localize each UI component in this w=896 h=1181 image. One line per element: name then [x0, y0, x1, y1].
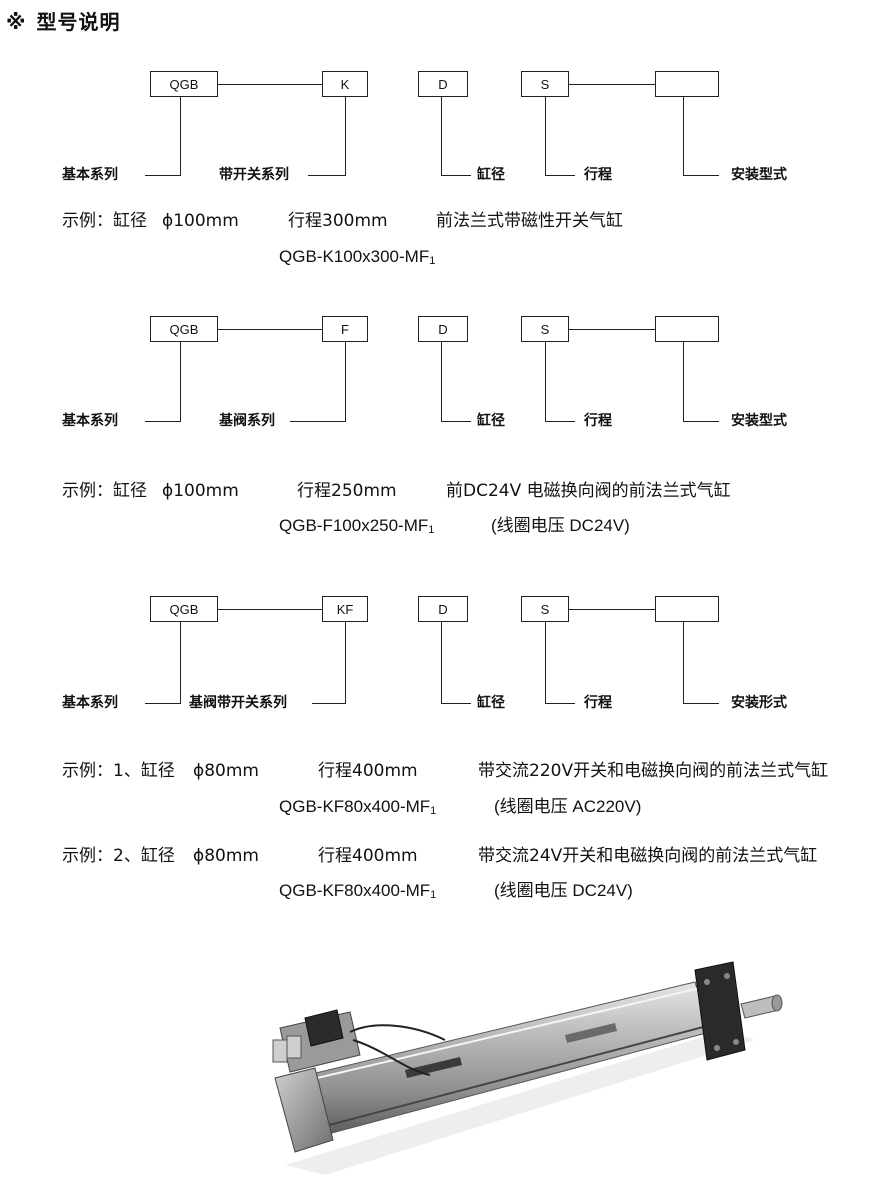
- leader-line: [345, 622, 346, 703]
- label-bore: 缸径: [477, 695, 505, 711]
- leader-line: [345, 97, 346, 175]
- example-coil-voltage: (线圈电压 DC24V): [494, 881, 633, 900]
- label-mount: 安装型式: [731, 167, 787, 183]
- example-bore: ϕ100mm: [162, 211, 239, 231]
- label-bore: 缸径: [477, 167, 505, 183]
- leader-line: [441, 421, 471, 422]
- label-mount: 安装型式: [731, 413, 787, 429]
- code-box-bore: D: [418, 71, 468, 97]
- example-prefix: 示例：2、缸径: [62, 846, 175, 866]
- connector-line: [218, 84, 322, 85]
- example-description: 带交流24V开关和电磁换向阀的前法兰式气缸: [478, 846, 818, 866]
- example-model-code: QGB-KF80x400-MF1: [279, 797, 437, 817]
- leader-line: [180, 97, 181, 175]
- label-bore: 缸径: [477, 413, 505, 429]
- example-prefix: 示例：缸径: [62, 481, 147, 501]
- leader-line: [441, 342, 442, 421]
- label-base: 基本系列: [62, 167, 118, 183]
- leader-line: [545, 175, 575, 176]
- code-box-mount: [655, 596, 719, 622]
- label-base: 基本系列: [62, 695, 118, 711]
- leader-line: [441, 97, 442, 175]
- example-model-code: QGB-KF80x400-MF1: [279, 881, 437, 901]
- label-type: 基阀带开关系列: [189, 695, 287, 711]
- example-coil-voltage: (线圈电压 DC24V): [491, 516, 630, 535]
- code-box-stroke: S: [521, 316, 569, 342]
- example-description: 前DC24V 电磁换向阀的前法兰式气缸: [446, 481, 731, 501]
- leader-line: [683, 342, 684, 421]
- leader-line: [145, 421, 181, 422]
- connector-line: [569, 84, 655, 85]
- code-box-stroke: S: [521, 71, 569, 97]
- leader-line: [683, 703, 719, 704]
- page-title: ※ 型号说明: [6, 6, 120, 35]
- code-box-mount: [655, 71, 719, 97]
- leader-line: [308, 175, 346, 176]
- code-box-stroke: S: [521, 596, 569, 622]
- example-prefix: 示例：1、缸径: [62, 761, 175, 781]
- label-type: 带开关系列: [219, 167, 289, 183]
- code-box-mount: [655, 316, 719, 342]
- example-bore: ϕ100mm: [162, 481, 239, 501]
- code-box-base: QGB: [150, 596, 218, 622]
- code-box-type: F: [322, 316, 368, 342]
- leader-line: [683, 622, 684, 703]
- leader-line: [545, 421, 575, 422]
- label-base: 基本系列: [62, 413, 118, 429]
- leader-line: [145, 703, 181, 704]
- label-mount: 安装形式: [731, 695, 787, 711]
- connector-line: [569, 329, 655, 330]
- example-stroke: 行程300mm: [288, 211, 388, 231]
- example-stroke: 行程400mm: [318, 761, 418, 781]
- connector-line: [218, 329, 322, 330]
- leader-line: [683, 97, 684, 175]
- label-stroke: 行程: [584, 695, 612, 711]
- leader-line: [312, 703, 346, 704]
- connector-line: [569, 609, 655, 610]
- label-type: 基阀系列: [219, 413, 275, 429]
- example-description: 带交流220V开关和电磁换向阀的前法兰式气缸: [478, 761, 829, 781]
- example-prefix: 示例：缸径: [62, 211, 147, 231]
- label-stroke: 行程: [584, 167, 612, 183]
- reference-mark-icon: ※: [6, 10, 27, 34]
- leader-line: [683, 175, 719, 176]
- example-bore: ϕ80mm: [193, 761, 259, 781]
- cylinder-product-photo: [272, 961, 783, 1175]
- code-box-type: KF: [322, 596, 368, 622]
- leader-line: [545, 703, 575, 704]
- connector-line: [218, 609, 322, 610]
- example-stroke: 行程250mm: [297, 481, 397, 501]
- leader-line: [545, 342, 546, 421]
- leader-line: [441, 175, 471, 176]
- label-stroke: 行程: [584, 413, 612, 429]
- leader-line: [180, 342, 181, 421]
- leader-line: [290, 421, 346, 422]
- code-box-bore: D: [418, 596, 468, 622]
- example-stroke: 行程400mm: [318, 846, 418, 866]
- example-model-code: QGB-F100x250-MF1: [279, 516, 435, 536]
- example-description: 前法兰式带磁性开关气缸: [436, 211, 623, 231]
- leader-line: [180, 622, 181, 703]
- leader-line: [683, 421, 719, 422]
- leader-line: [545, 622, 546, 703]
- example-coil-voltage: (线圈电压 AC220V): [494, 797, 642, 816]
- leader-line: [345, 342, 346, 421]
- example-model-code: QGB-K100x300-MF1: [279, 247, 436, 267]
- leader-line: [545, 97, 546, 175]
- code-box-base: QGB: [150, 316, 218, 342]
- leader-line: [441, 622, 442, 703]
- code-box-base: QGB: [150, 71, 218, 97]
- leader-line: [441, 703, 471, 704]
- code-box-type: K: [322, 71, 368, 97]
- example-bore: ϕ80mm: [193, 846, 259, 866]
- leader-line: [145, 175, 181, 176]
- page-title-text: 型号说明: [36, 10, 121, 34]
- code-box-bore: D: [418, 316, 468, 342]
